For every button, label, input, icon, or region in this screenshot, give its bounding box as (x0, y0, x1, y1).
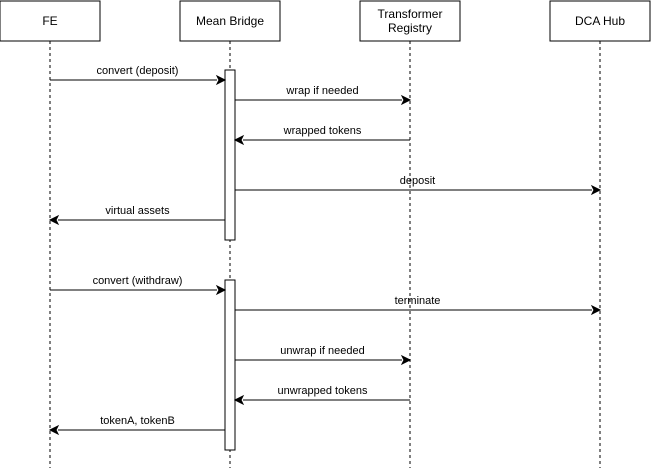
message-wrap-if-needed: wrap if needed (235, 85, 412, 106)
message-label-unwrap-if-needed: unwrap if needed (280, 345, 364, 357)
message-terminate: terminate (235, 295, 602, 316)
arrowhead-terminate (590, 304, 602, 316)
arrowhead-convert-deposit (215, 74, 227, 86)
participant-dca-hub: DCA Hub (549, 0, 651, 42)
message-convert-withdraw: convert (withdraw) (50, 275, 227, 296)
participant-label-dca-hub: DCA Hub (575, 14, 625, 28)
message-deposit: deposit (235, 175, 602, 196)
message-label-convert-deposit: convert (deposit) (97, 65, 179, 77)
arrowhead-unwrapped-tokens (233, 394, 245, 406)
message-unwrap-if-needed: unwrap if needed (235, 345, 412, 366)
message-tokena-tokenb: tokenA, tokenB (48, 415, 225, 436)
message-wrapped-tokens: wrapped tokens (233, 125, 410, 146)
arrowhead-virtual-assets (48, 214, 60, 226)
message-unwrapped-tokens: unwrapped tokens (233, 385, 410, 406)
arrowhead-unwrap-if-needed (400, 354, 412, 366)
message-label-wrap-if-needed: wrap if needed (285, 85, 358, 97)
participant-box-dca-hub (549, 0, 651, 42)
message-label-tokena-tokenb: tokenA, tokenB (100, 415, 175, 427)
message-virtual-assets: virtual assets (48, 205, 225, 226)
participant-fe: FE (0, 0, 101, 42)
message-label-terminate: terminate (395, 295, 441, 307)
message-label-virtual-assets: virtual assets (105, 205, 170, 217)
messages-layer: convert (deposit) wrap if needed wrapped t… (48, 65, 602, 436)
lifelines-layer (49, 41, 601, 468)
participant-label-transformer-registry: Transformer (378, 7, 443, 21)
activation-withdraw-flow (224, 279, 236, 451)
participant-box-mean-bridge (179, 0, 281, 42)
arrowhead-deposit (590, 184, 602, 196)
arrowhead-convert-withdraw (215, 284, 227, 296)
message-label-convert-withdraw: convert (withdraw) (93, 275, 183, 287)
participant-label-mean-bridge: Mean Bridge (196, 14, 264, 28)
participant-mean-bridge: Mean Bridge (179, 0, 281, 42)
participant-box-fe (0, 0, 101, 42)
arrowhead-wrapped-tokens (233, 134, 245, 146)
activation-deposit-flow (224, 69, 236, 241)
arrowhead-wrap-if-needed (400, 94, 412, 106)
message-label-deposit: deposit (400, 175, 435, 187)
participant-label-transformer-registry: Registry (388, 21, 432, 35)
arrowhead-tokena-tokenb (48, 424, 60, 436)
message-label-unwrapped-tokens: unwrapped tokens (278, 385, 368, 397)
message-label-wrapped-tokens: wrapped tokens (283, 125, 362, 137)
participant-label-fe: FE (42, 14, 57, 28)
participant-box-transformer-registry (359, 0, 461, 42)
activations-layer (224, 69, 236, 451)
message-convert-deposit: convert (deposit) (50, 65, 227, 86)
